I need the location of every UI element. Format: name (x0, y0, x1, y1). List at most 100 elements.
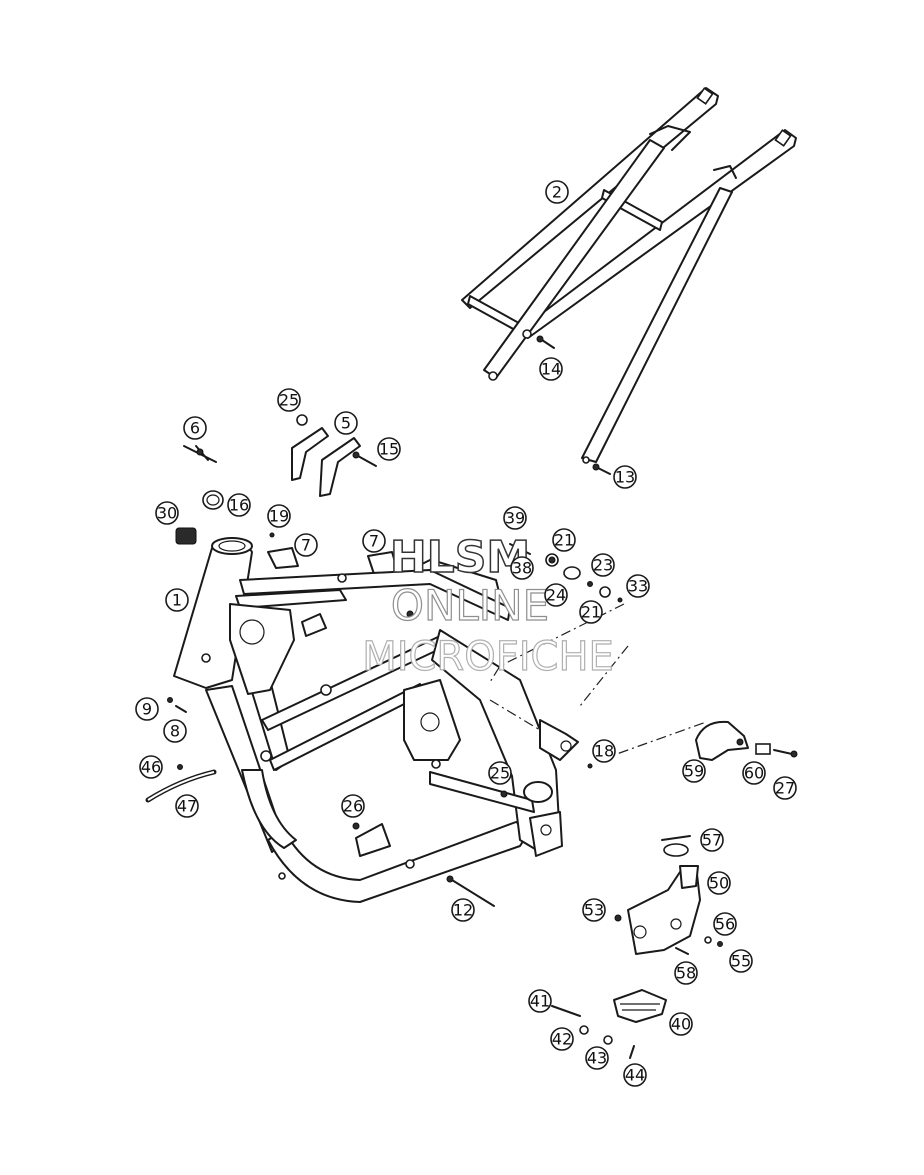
svg-text:43: 43 (587, 1049, 607, 1068)
svg-text:12: 12 (453, 901, 473, 920)
svg-text:14: 14 (541, 360, 561, 379)
svg-text:5: 5 (341, 414, 351, 433)
callout-38: 38 (510, 556, 534, 580)
watermark-line-1: HLSM (390, 532, 530, 583)
callout-40: 40 (669, 1012, 693, 1036)
svg-text:21: 21 (554, 531, 574, 550)
svg-text:2: 2 (552, 183, 562, 202)
svg-text:27: 27 (775, 779, 795, 798)
callout-14: 14 (539, 357, 563, 381)
svg-text:60: 60 (744, 764, 764, 783)
callout-9: 9 (135, 697, 159, 721)
shock-mount-hardware (509, 543, 623, 603)
callout-5: 5 (334, 411, 358, 435)
bolt-14 (536, 335, 555, 349)
bolt-13 (592, 463, 611, 475)
svg-text:16: 16 (229, 496, 249, 515)
svg-text:44: 44 (625, 1066, 645, 1085)
svg-text:6: 6 (190, 419, 200, 438)
leader-lines (489, 603, 707, 761)
callout-30: 30 (155, 501, 179, 525)
callout-33: 33 (626, 574, 650, 598)
callout-21b: 21 (579, 600, 603, 624)
watermark-line-3: MICROFICHE (362, 634, 614, 680)
svg-text:53: 53 (584, 901, 604, 920)
svg-text:58: 58 (676, 964, 696, 983)
svg-text:46: 46 (141, 758, 161, 777)
svg-text:47: 47 (177, 797, 197, 816)
callout-55: 55 (729, 949, 753, 973)
callout-6: 6 (183, 416, 207, 440)
svg-text:55: 55 (731, 952, 751, 971)
callout-2: 2 (545, 180, 569, 204)
callout-56: 56 (713, 912, 737, 936)
watermark: HLSM ONLINE MICROFICHE (362, 531, 615, 680)
svg-text:19: 19 (269, 507, 289, 526)
callout-50: 50 (707, 871, 731, 895)
svg-text:13: 13 (615, 468, 635, 487)
callout-43: 43 (585, 1046, 609, 1070)
svg-text:21: 21 (581, 603, 601, 622)
svg-text:25: 25 (490, 764, 510, 783)
svg-text:15: 15 (379, 440, 399, 459)
svg-text:40: 40 (671, 1015, 691, 1034)
svg-text:56: 56 (715, 915, 735, 934)
svg-text:8: 8 (170, 722, 180, 741)
engine-brackets (291, 414, 377, 497)
svg-text:23: 23 (593, 556, 613, 575)
callout-39: 39 (503, 506, 527, 530)
callout-8: 8 (163, 719, 187, 743)
callout-24: 24 (544, 583, 568, 607)
subframe (461, 87, 797, 464)
callout-23: 23 (591, 553, 615, 577)
callout-25a: 25 (277, 388, 301, 412)
svg-text:1: 1 (172, 591, 182, 610)
svg-text:59: 59 (684, 762, 704, 781)
callout-27: 27 (773, 776, 797, 800)
callout-7b: 7 (362, 529, 386, 553)
main-frame (173, 537, 593, 903)
svg-text:7: 7 (301, 536, 311, 555)
callout-44: 44 (623, 1063, 647, 1087)
svg-text:26: 26 (343, 797, 363, 816)
svg-text:38: 38 (512, 559, 532, 578)
callout-1: 1 (165, 588, 189, 612)
callout-25b: 25 (488, 761, 512, 785)
callout-16: 16 (227, 493, 251, 517)
svg-text:25: 25 (279, 391, 299, 410)
svg-text:39: 39 (505, 509, 525, 528)
svg-text:50: 50 (709, 874, 729, 893)
pivot-bolt (446, 875, 495, 907)
callout-53: 53 (582, 898, 606, 922)
svg-text:7: 7 (369, 532, 379, 551)
callout-7a: 7 (294, 533, 318, 557)
callout-42: 42 (550, 1027, 574, 1051)
svg-text:30: 30 (157, 504, 177, 523)
small-parts (175, 445, 399, 575)
callout-46: 46 (139, 755, 163, 779)
callout-18: 18 (592, 739, 616, 763)
watermark-line-2: ONLINE (391, 581, 549, 630)
callout-26: 26 (341, 794, 365, 818)
callout-59: 59 (682, 759, 706, 783)
callout-19: 19 (267, 504, 291, 528)
svg-text:24: 24 (546, 586, 566, 605)
callout-41: 41 (528, 989, 552, 1013)
callout-21a: 21 (552, 528, 576, 552)
callout-60: 60 (742, 761, 766, 785)
footpeg (551, 989, 667, 1059)
callout-13: 13 (613, 465, 637, 489)
svg-text:9: 9 (142, 700, 152, 719)
callout-58: 58 (674, 961, 698, 985)
svg-text:42: 42 (552, 1030, 572, 1049)
callout-15: 15 (377, 437, 401, 461)
svg-text:41: 41 (530, 992, 550, 1011)
footpeg-bracket (614, 835, 723, 955)
svg-text:18: 18 (594, 742, 614, 761)
svg-text:57: 57 (702, 831, 722, 850)
svg-text:33: 33 (628, 577, 648, 596)
callout-12: 12 (451, 898, 475, 922)
callout-57: 57 (700, 828, 724, 852)
rear-hardware (695, 720, 798, 761)
